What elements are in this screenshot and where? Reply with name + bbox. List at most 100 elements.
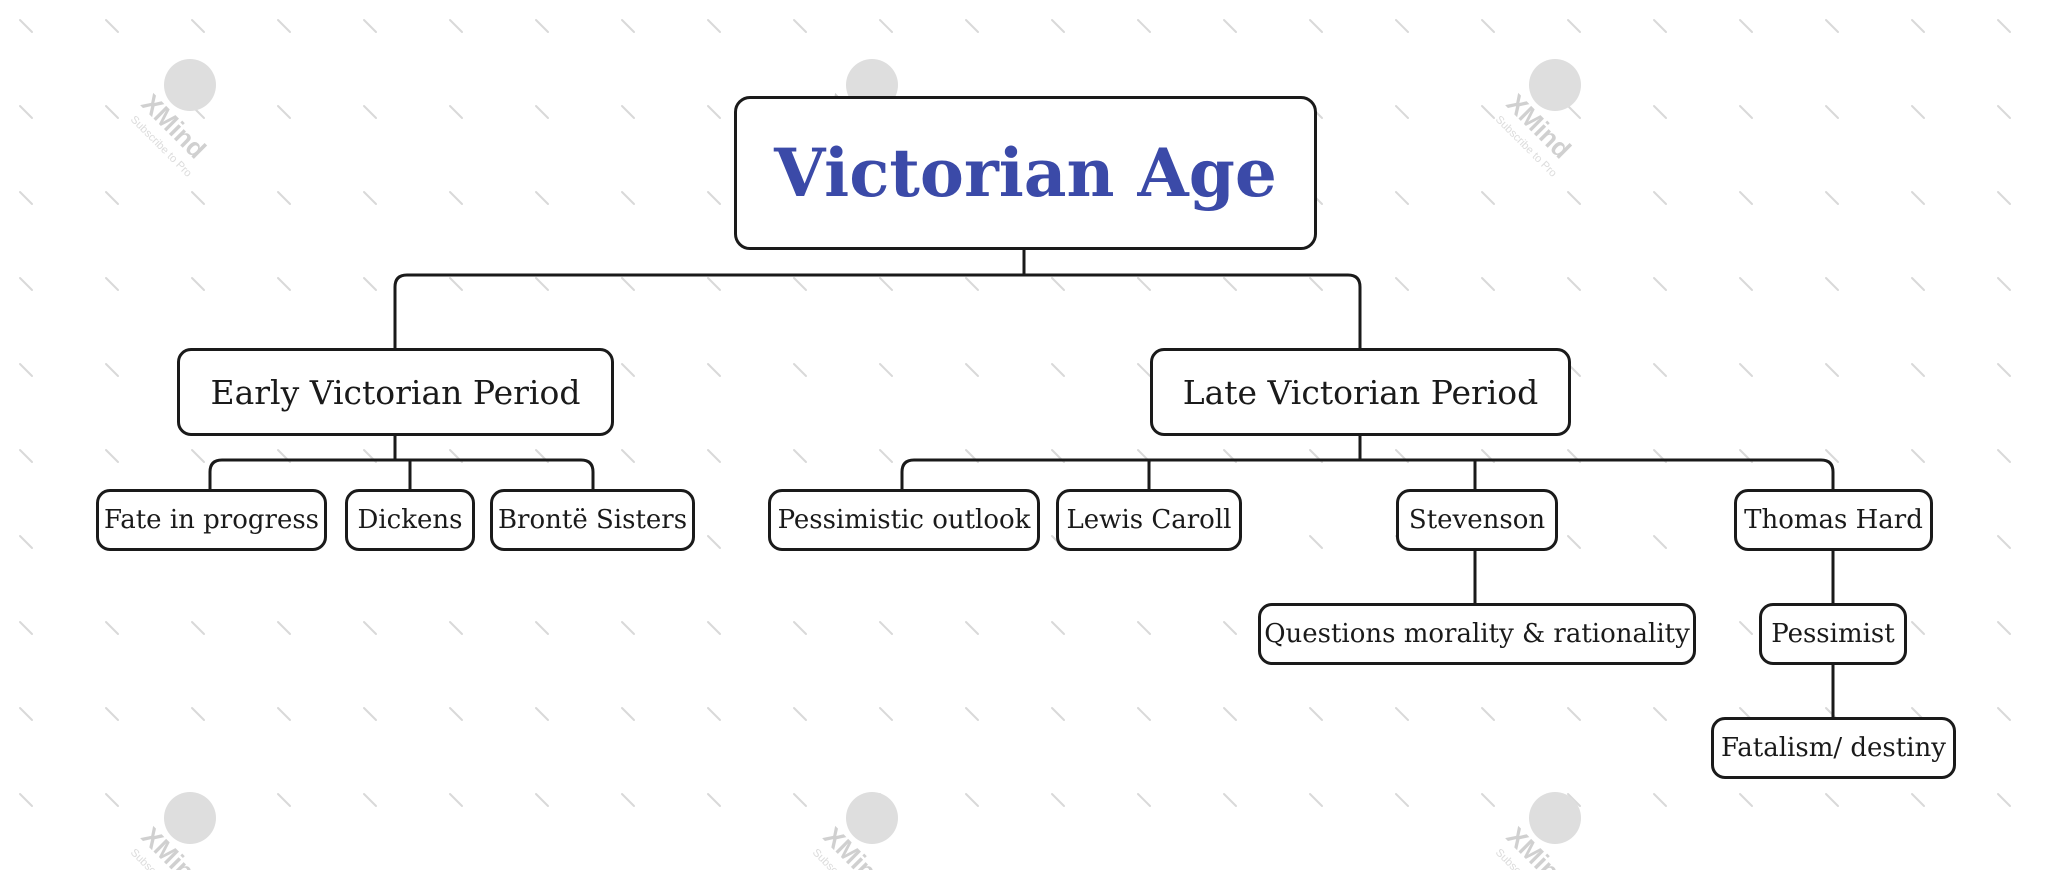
xmind-logo-icon: [846, 792, 898, 844]
watermark-dash: [621, 707, 635, 721]
watermark-dash: [1481, 707, 1495, 721]
watermark-dash: [1997, 191, 2011, 205]
watermark-dash: [449, 191, 463, 205]
watermark-dash: [1137, 363, 1151, 377]
watermark-dash: [363, 277, 377, 291]
watermark-dash: [1309, 707, 1323, 721]
watermark-dash: [1137, 793, 1151, 807]
watermark-dash: [1137, 19, 1151, 33]
watermark-dash: [793, 363, 807, 377]
watermark-dash: [1481, 793, 1495, 807]
watermark-dash: [535, 105, 549, 119]
watermark-dash: [1739, 105, 1753, 119]
watermark-dash: [1997, 449, 2011, 463]
watermark-dash: [965, 277, 979, 291]
watermark-dash: [1997, 793, 2011, 807]
watermark-dash: [277, 621, 291, 635]
watermark-dash: [707, 621, 721, 635]
watermark-dash: [363, 105, 377, 119]
watermark-dash: [621, 277, 635, 291]
watermark-dash: [1739, 19, 1753, 33]
subtopic-thomas-hard[interactable]: Thomas Hard: [1734, 489, 1933, 551]
watermark-dash: [879, 19, 893, 33]
watermark-dash: [1825, 363, 1839, 377]
watermark-dash: [277, 19, 291, 33]
watermark-dash: [621, 449, 635, 463]
watermark-dash: [19, 621, 33, 635]
watermark-dash: [1481, 191, 1495, 205]
watermark-dash: [363, 19, 377, 33]
watermark-dash: [449, 621, 463, 635]
watermark-dash: [363, 793, 377, 807]
xmind-logo-icon: [164, 59, 216, 111]
watermark-dash: [19, 363, 33, 377]
watermark-dash: [879, 363, 893, 377]
watermark-dash: [1911, 363, 1925, 377]
subtopic-label: Thomas Hard: [1744, 505, 1923, 535]
subtopic-label: Dickens: [357, 505, 463, 535]
watermark-dash: [793, 449, 807, 463]
watermark-dash: [1051, 277, 1065, 291]
subtopic-dickens[interactable]: Dickens: [345, 489, 475, 551]
watermark-dash: [965, 621, 979, 635]
watermark-dash: [1997, 105, 2011, 119]
watermark-dash: [535, 19, 549, 33]
watermark-dash: [449, 277, 463, 291]
watermark-dash: [105, 621, 119, 635]
subtopic-stevenson[interactable]: Stevenson: [1396, 489, 1558, 551]
watermark-dash: [1997, 19, 2011, 33]
watermark-dash: [191, 277, 205, 291]
main-topic-label: Late Victorian Period: [1182, 372, 1539, 412]
watermark-dash: [19, 793, 33, 807]
watermark-dash: [1825, 105, 1839, 119]
watermark-dash: [965, 707, 979, 721]
watermark-dash: [965, 363, 979, 377]
watermark-dash: [1395, 105, 1409, 119]
root-topic-victorian-age[interactable]: Victorian Age: [734, 96, 1317, 250]
watermark-dash: [621, 191, 635, 205]
connector-early-to-children: [208, 436, 595, 489]
watermark-dash: [879, 707, 893, 721]
watermark-dash: [535, 707, 549, 721]
watermark-dash: [1911, 277, 1925, 291]
watermark-dash: [449, 19, 463, 33]
subtopic-pessimistic-outlook[interactable]: Pessimistic outlook: [768, 489, 1040, 551]
watermark-dash: [277, 277, 291, 291]
watermark-dash: [1911, 191, 1925, 205]
watermark-dash: [707, 449, 721, 463]
watermark-dash: [1825, 19, 1839, 33]
watermark-dash: [1481, 105, 1495, 119]
watermark-dash: [1653, 191, 1667, 205]
watermark-dash: [1395, 277, 1409, 291]
watermark-dash: [1653, 105, 1667, 119]
watermark-dash: [1481, 19, 1495, 33]
subtopic-label: Fate in progress: [103, 505, 320, 535]
watermark-dash: [621, 105, 635, 119]
subtopic-label: Pessimistic outlook: [777, 505, 1031, 535]
main-topic-early-victorian-period[interactable]: Early Victorian Period: [177, 348, 614, 436]
watermark-dash: [621, 19, 635, 33]
subtopic-fate-in-progress[interactable]: Fate in progress: [96, 489, 327, 551]
subtopic-pessimist[interactable]: Pessimist: [1759, 603, 1907, 665]
subtopic-fatalism-destiny[interactable]: Fatalism/ destiny: [1711, 717, 1956, 779]
watermark-dash: [1739, 621, 1753, 635]
watermark-dash: [1223, 707, 1237, 721]
watermark-dash: [1911, 19, 1925, 33]
watermark-dash: [1997, 707, 2011, 721]
watermark-dash: [1911, 449, 1925, 463]
watermark-dash: [707, 535, 721, 549]
watermark-dash: [363, 621, 377, 635]
watermark-dash: [1051, 793, 1065, 807]
subtopic-bronte-sisters[interactable]: Brontë Sisters: [490, 489, 695, 551]
watermark-dash: [535, 277, 549, 291]
main-topic-late-victorian-period[interactable]: Late Victorian Period: [1150, 348, 1571, 436]
xmind-logo-icon: [1529, 792, 1581, 844]
watermark-dash: [793, 19, 807, 33]
watermark-dash: [535, 191, 549, 205]
watermark-dash: [449, 105, 463, 119]
subtopic-questions-morality-rationality[interactable]: Questions morality & rationality: [1258, 603, 1696, 665]
subtopic-lewis-caroll[interactable]: Lewis Caroll: [1056, 489, 1242, 551]
watermark-dash: [535, 793, 549, 807]
watermark-dash: [707, 277, 721, 291]
